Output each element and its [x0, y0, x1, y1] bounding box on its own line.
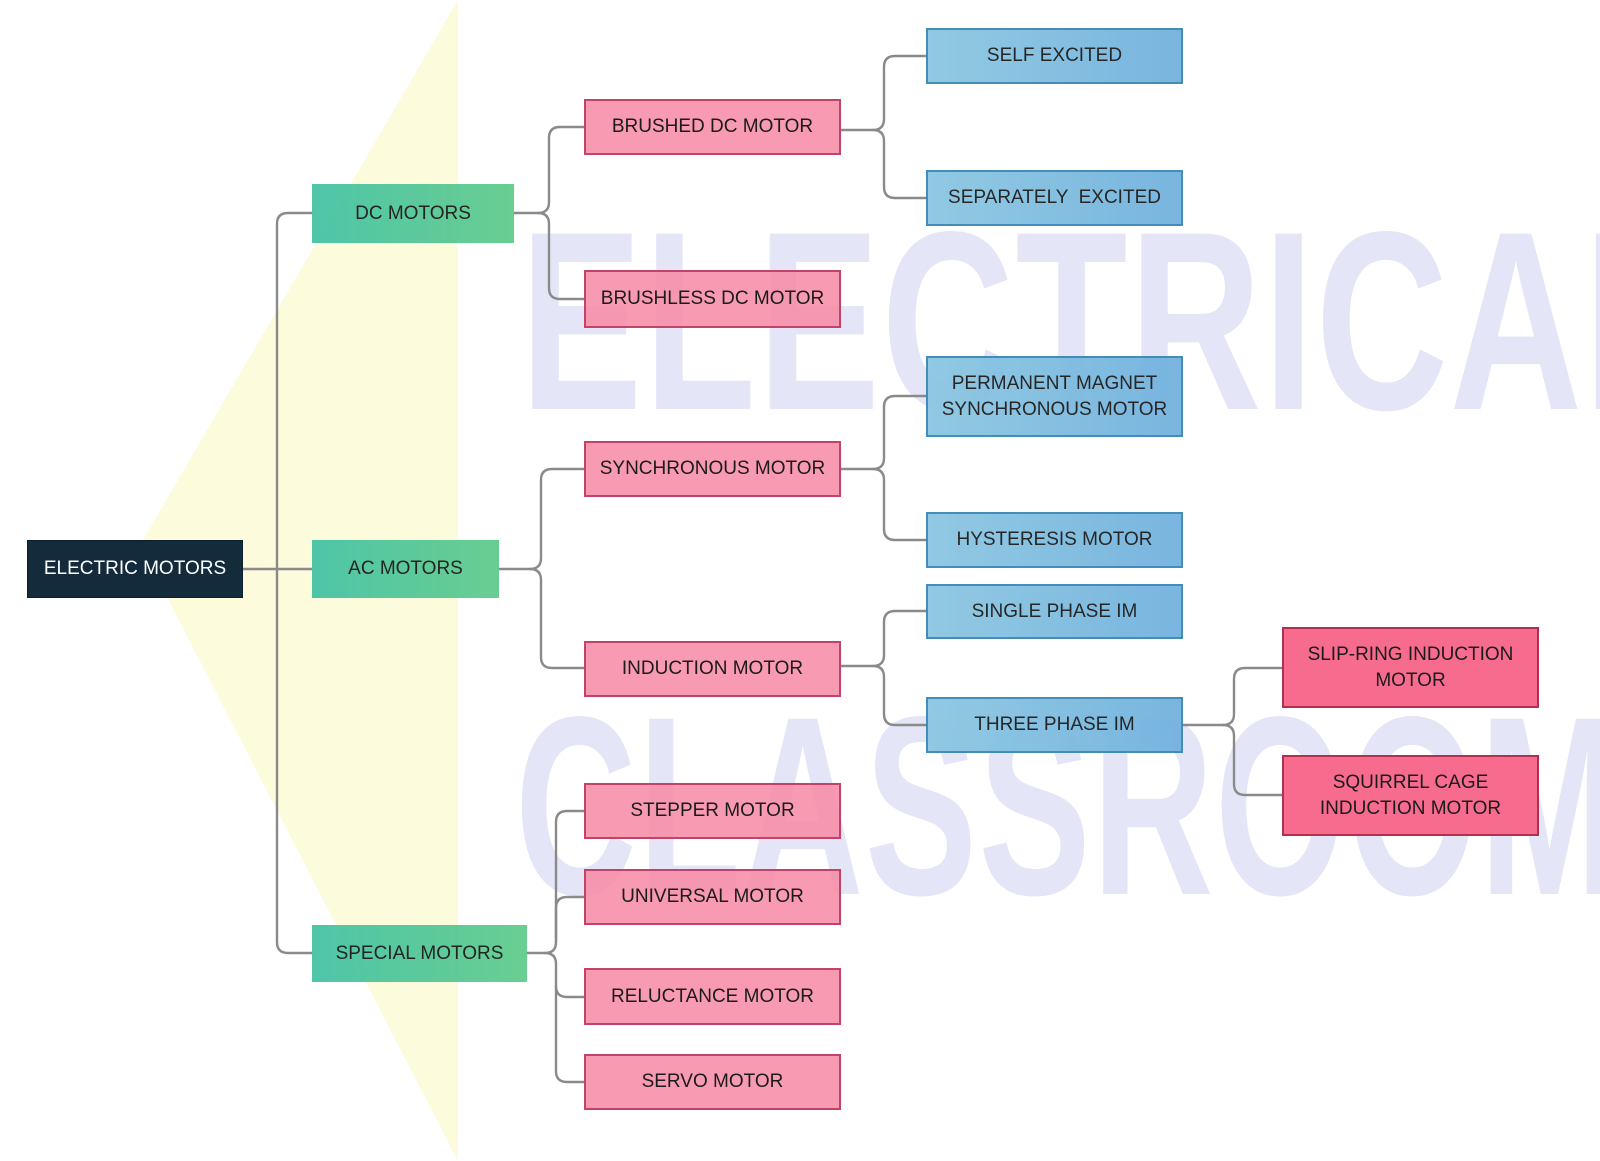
node-label: STEPPER MOTOR [630, 800, 795, 821]
connector-three-slipring [1181, 666, 1284, 727]
node-label: UNIVERSAL MOTOR [621, 886, 804, 907]
node-label-line2: INDUCTION MOTOR [1319, 797, 1502, 819]
node-special-motors[interactable]: SPECIAL MOTORS [312, 925, 527, 982]
node-label-line1: SLIP-RING INDUCTION [1307, 643, 1514, 665]
connector-brushed-separately [871, 128, 928, 200]
node-label: BRUSHED DC MOTOR [611, 116, 814, 137]
node-induction-motor[interactable]: INDUCTION MOTOR [584, 641, 841, 697]
node-electric-motors[interactable]: ELECTRIC MOTORS [27, 540, 243, 598]
node-label: HYSTERESIS MOTOR [956, 529, 1153, 550]
connector-brushed-self [839, 54, 928, 132]
node-label: SINGLE PHASE IM [971, 600, 1138, 622]
node-brushed-dc-motor[interactable]: BRUSHED DC MOTOR [584, 99, 841, 155]
connector-special-universal [554, 895, 586, 944]
node-stepper-motor[interactable]: STEPPER MOTOR [584, 783, 841, 839]
connector-root-dc [264, 211, 314, 571]
node-label-line2: SYNCHRONOUS MOTOR [941, 398, 1168, 420]
node-dc-motors[interactable]: DC MOTORS [312, 184, 514, 243]
watermark-triangle [140, 0, 458, 1161]
connector-dc-brushless [536, 211, 586, 301]
node-hysteresis-motor[interactable]: HYSTERESIS MOTOR [926, 512, 1183, 568]
connector-induction-three [871, 664, 928, 727]
connector-ac-synchronous [497, 467, 586, 571]
node-label: INDUCTION MOTOR [621, 658, 804, 679]
node-synchronous-motor[interactable]: SYNCHRONOUS MOTOR [584, 441, 841, 497]
node-ac-motors[interactable]: AC MOTORS [312, 540, 499, 598]
node-label: BRUSHLESS DC MOTOR [600, 288, 825, 309]
connector-special-servo [554, 984, 586, 1084]
node-label-line2: MOTOR [1375, 669, 1446, 691]
node-squirrel-cage-induction-motor[interactable]: SQUIRREL CAGE INDUCTION MOTOR [1282, 755, 1539, 836]
node-label: RELUCTANCE MOTOR [610, 985, 815, 1007]
node-servo-motor[interactable]: SERVO MOTOR [584, 1054, 841, 1110]
connector-three-squirrel [1221, 723, 1284, 797]
node-label-line1: SQUIRREL CAGE [1332, 771, 1489, 793]
node-label: SYNCHRONOUS MOTOR [599, 458, 826, 479]
connector-special-reluctance [543, 951, 586, 999]
node-three-phase-im[interactable]: THREE PHASE IM [926, 697, 1183, 753]
node-brushless-dc-motor[interactable]: BRUSHLESS DC MOTOR [584, 270, 841, 328]
node-label: DC MOTORS [355, 202, 471, 224]
connector-induction-single [839, 609, 928, 668]
node-universal-motor[interactable]: UNIVERSAL MOTOR [584, 869, 841, 925]
node-reluctance-motor[interactable]: RELUCTANCE MOTOR [584, 968, 841, 1025]
node-single-phase-im[interactable]: SINGLE PHASE IM [926, 584, 1183, 639]
connector-dc-brushed [512, 125, 586, 215]
node-self-excited[interactable]: SELF EXCITED [926, 28, 1183, 84]
connector-root-special [275, 567, 314, 955]
node-slip-ring-induction-motor[interactable]: SLIP-RING INDUCTION MOTOR [1282, 627, 1539, 708]
node-label: AC MOTORS [348, 558, 463, 579]
connector-ac-induction [528, 567, 586, 670]
node-label: SEPARATELY EXCITED [948, 187, 1161, 208]
node-label: SERVO MOTOR [641, 1071, 784, 1092]
node-label-line1: PERMANENT MAGNET [951, 372, 1158, 394]
node-separately-excited[interactable]: SEPARATELY EXCITED [926, 170, 1183, 226]
node-pm-synchronous-motor[interactable]: PERMANENT MAGNET SYNCHRONOUS MOTOR [926, 356, 1183, 437]
node-label: SELF EXCITED [986, 45, 1123, 66]
node-label: THREE PHASE IM [974, 714, 1135, 735]
node-label: SPECIAL MOTORS [335, 942, 504, 964]
connector-sync-pm [839, 394, 928, 471]
node-label: ELECTRIC MOTORS [43, 558, 227, 579]
connector-sync-hysteresis [871, 467, 928, 542]
